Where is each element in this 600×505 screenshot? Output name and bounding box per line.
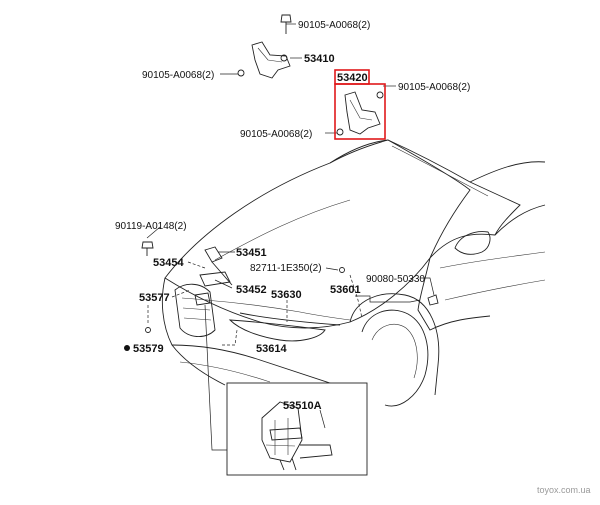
plug-part [339, 267, 345, 273]
front-bumper [161, 277, 226, 386]
headlight [228, 319, 326, 342]
label-bolt-right: 90105-A0068(2) [398, 82, 470, 93]
label-latch: 53601 [330, 284, 361, 296]
label-plug: 82711-1E350(2) [250, 263, 322, 274]
front-wheel [361, 309, 429, 407]
label-bolt-lower: 90105-A0068(2) [240, 129, 312, 140]
lock-part [199, 271, 231, 287]
label-release-cable: 53452 [236, 284, 267, 296]
clip-part [427, 294, 439, 306]
label-bolt-top: 90105-A0068(2) [298, 20, 370, 31]
hinge-lh-part [237, 41, 291, 79]
front-grille [174, 283, 216, 337]
label-lock: 53454 [153, 257, 184, 269]
hinge-rh-part [336, 91, 384, 136]
lock-support-part [204, 246, 233, 286]
label-grommet: 53579 [133, 343, 164, 355]
label-hinge-lh: 53410 [304, 53, 335, 65]
windshield [329, 139, 521, 259]
label-cushion: 53614 [256, 343, 287, 355]
label-screw: 90119-A0148(2) [115, 221, 187, 232]
screw-part [141, 241, 154, 256]
side-mirror [454, 231, 491, 255]
grommet-bullet [124, 345, 130, 351]
seal-strip [239, 312, 341, 326]
label-bolt-left: 90105-A0068(2) [142, 70, 214, 81]
label-lock-assembly: 53510A [283, 400, 322, 412]
highlight-label-box [334, 69, 370, 85]
label-lever: 53577 [139, 292, 170, 304]
label-lock-support: 53451 [236, 247, 267, 259]
inset-lock-assembly [226, 382, 368, 476]
car-outline [161, 139, 546, 407]
leader-lines [146, 23, 435, 451]
label-hinge-rh: 53420 [337, 72, 368, 84]
label-clip: 90080-50330 [366, 274, 425, 285]
wheel-arch [349, 293, 440, 396]
grommet-part [145, 327, 151, 333]
watermark: toyox.com.ua [537, 485, 591, 495]
bolt-top [280, 14, 292, 34]
label-seal: 53630 [271, 289, 302, 301]
latch-part [194, 292, 211, 306]
